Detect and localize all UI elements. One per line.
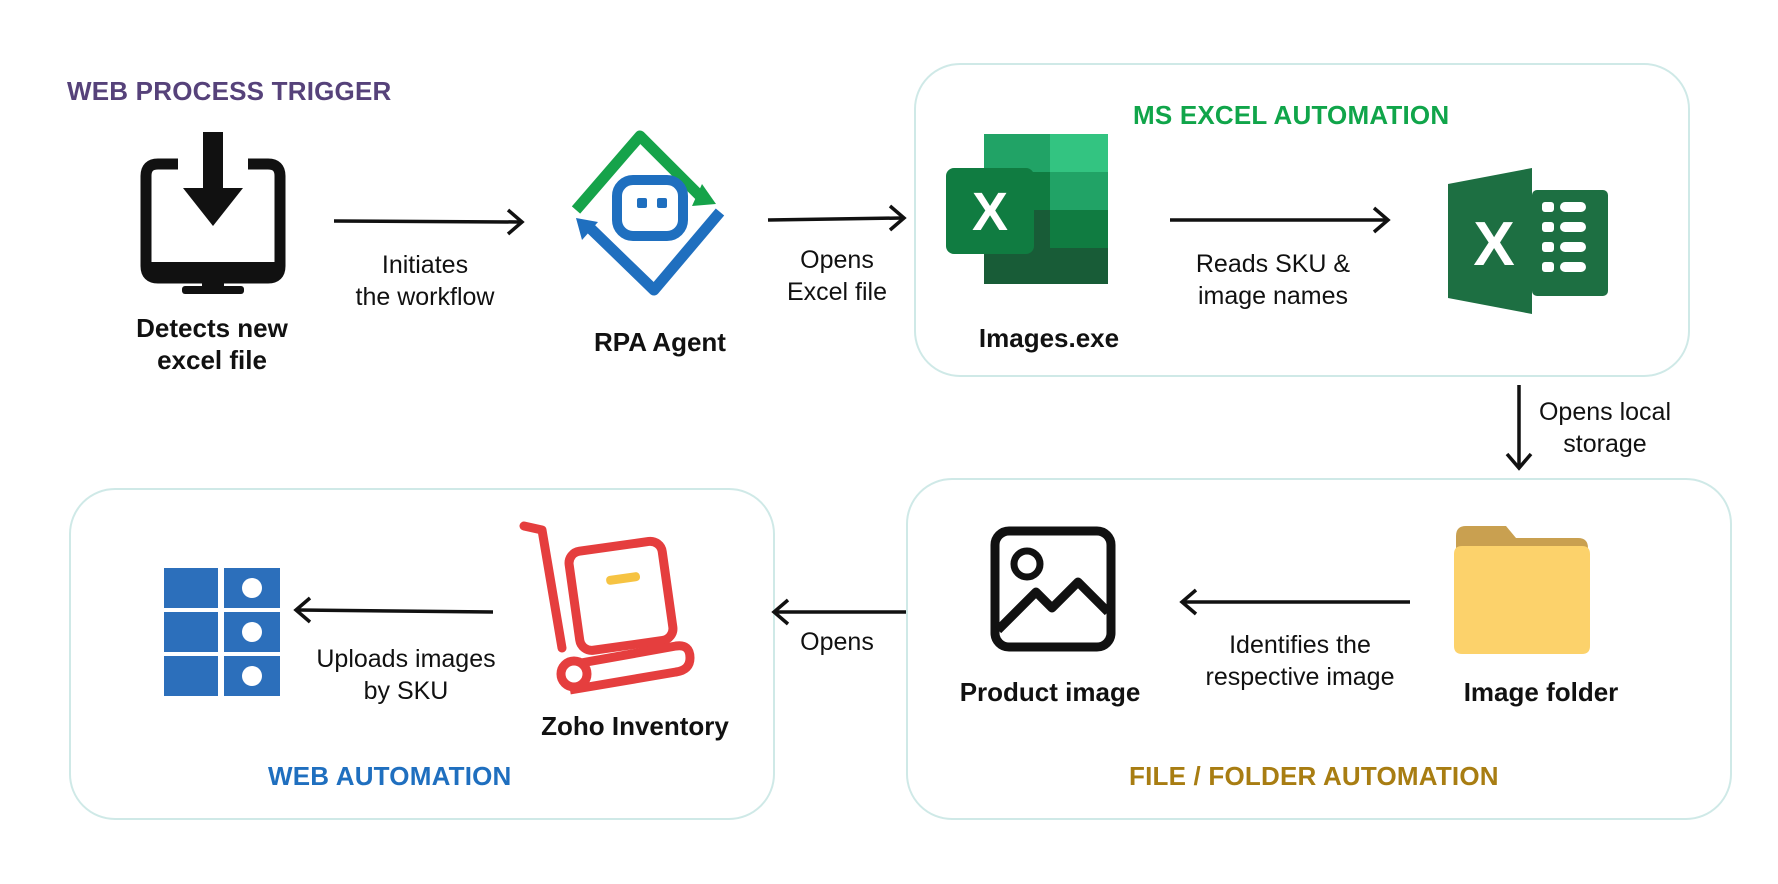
excel-sheet-icon: X: [1448, 168, 1608, 314]
image-folder-label: Image folder: [1463, 677, 1619, 707]
arrow-opens-local: [1505, 385, 1533, 471]
opens-label: Opens: [800, 628, 874, 656]
web-automation-title: WEB AUTOMATION: [268, 761, 512, 791]
svg-text:X: X: [1473, 210, 1514, 279]
initiates-workflow-label: Initiates the workflow: [355, 251, 495, 311]
file-folder-automation-title: FILE / FOLDER AUTOMATION: [1129, 761, 1499, 791]
opens-local-storage-label: Opens local storage: [1538, 398, 1672, 458]
rpa-agent-label: RPA Agent: [594, 327, 726, 357]
detects-new-excel-file-label: Detects new excel file: [136, 313, 288, 375]
image-icon: [990, 526, 1116, 652]
zoho-inventory-label: Zoho Inventory: [541, 711, 729, 741]
arrow-opens-excel: [767, 204, 907, 232]
rpa-agent-icon: [571, 130, 725, 296]
arrow-uploads: [293, 596, 494, 624]
excel-automation-title: MS EXCEL AUTOMATION: [1133, 100, 1450, 130]
uploads-images-label: Uploads images by SKU: [316, 645, 496, 705]
svg-text:X: X: [972, 182, 1008, 242]
arrow-identifies: [1179, 588, 1410, 616]
folder-icon: [1454, 526, 1590, 654]
opens-excel-file-label: Opens Excel file: [786, 246, 888, 306]
identifies-image-label: Identifies the respective image: [1205, 631, 1395, 691]
web-process-trigger-title: WEB PROCESS TRIGGER: [67, 76, 392, 106]
reads-sku-label: Reads SKU & image names: [1195, 250, 1351, 310]
hand-truck-icon: [519, 521, 695, 695]
arrow-opens: [771, 598, 906, 626]
excel-app-icon: X: [946, 134, 1108, 284]
images-exe-label: Images.exe: [978, 323, 1120, 353]
arrow-reads-sku: [1170, 206, 1391, 234]
image-grid-icon: [164, 568, 280, 696]
monitor-download-icon: [140, 132, 286, 294]
product-image-label: Product image: [959, 677, 1141, 707]
arrow-initiates: [333, 208, 525, 236]
